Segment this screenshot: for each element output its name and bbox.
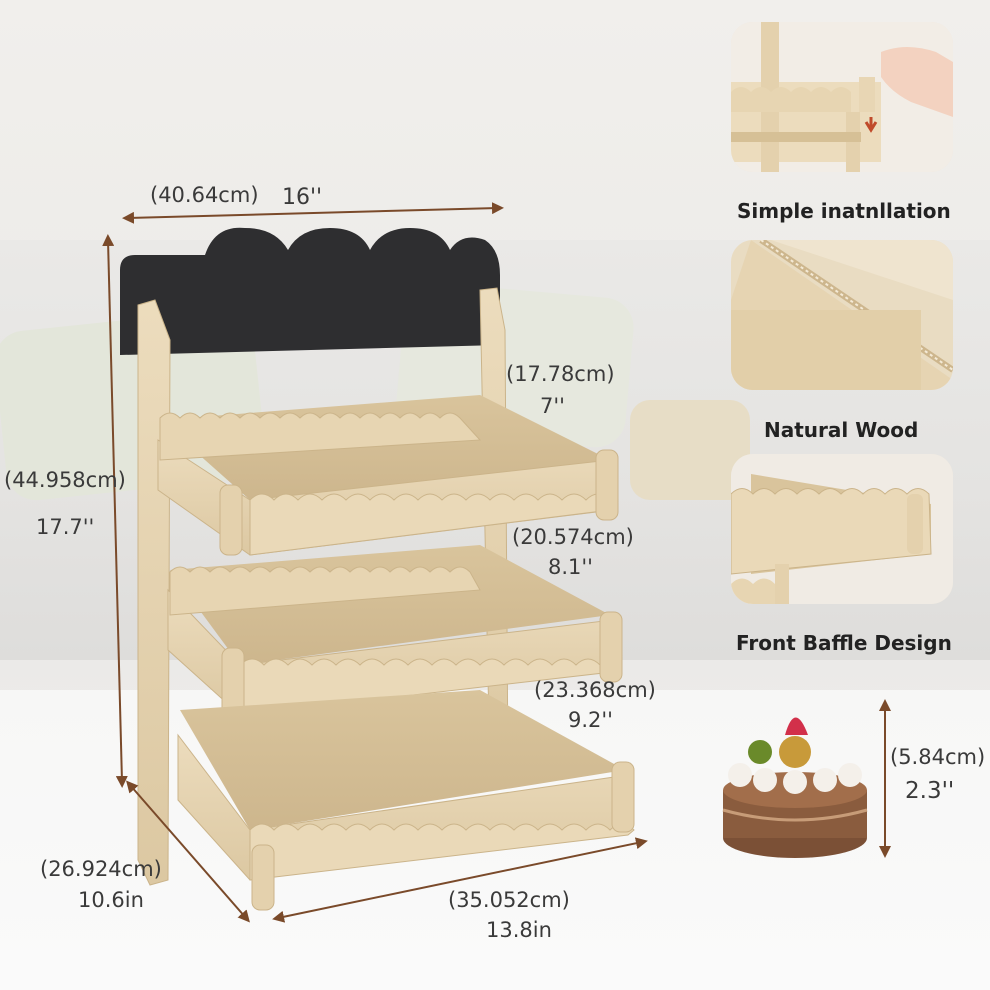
- cushion-right: [630, 400, 750, 500]
- feature-thumb-front-baffle: [731, 454, 953, 604]
- width-in-label: 16'': [282, 185, 323, 210]
- feature-caption-natural-wood: Natural Wood: [764, 418, 919, 442]
- chalkboard: [120, 227, 500, 355]
- feature-caption-installation: Simple inatnllation: [737, 199, 951, 223]
- feature-caption-front-baffle: Front Baffle Design: [736, 631, 952, 655]
- width-cm-label: (40.64cm): [150, 183, 259, 207]
- tier1-cm-label: (17.78cm): [506, 362, 615, 386]
- feature-thumb-installation: [731, 22, 953, 172]
- base-in-label: 13.8in: [486, 918, 552, 942]
- tier3-in-label: 9.2'': [568, 708, 613, 732]
- feature-thumb-natural-wood: [731, 240, 953, 390]
- tier2-cm-label: (20.574cm): [512, 525, 634, 549]
- tier3-cm-label: (23.368cm): [534, 678, 656, 702]
- tier2-in-label: 8.1'': [548, 555, 593, 579]
- height-in-label: 17.7'': [36, 515, 95, 539]
- height-cm-label: (44.958cm): [4, 468, 126, 492]
- depth-in-label: 10.6in: [78, 888, 144, 912]
- cake-illustration: [722, 717, 868, 858]
- cake-in-label: 2.3'': [905, 778, 955, 804]
- cake-cm-label: (5.84cm): [890, 745, 986, 769]
- depth-cm-label: (26.924cm): [40, 857, 162, 881]
- tier1-in-label: 7'': [540, 394, 565, 418]
- base-cm-label: (35.052cm): [448, 888, 570, 912]
